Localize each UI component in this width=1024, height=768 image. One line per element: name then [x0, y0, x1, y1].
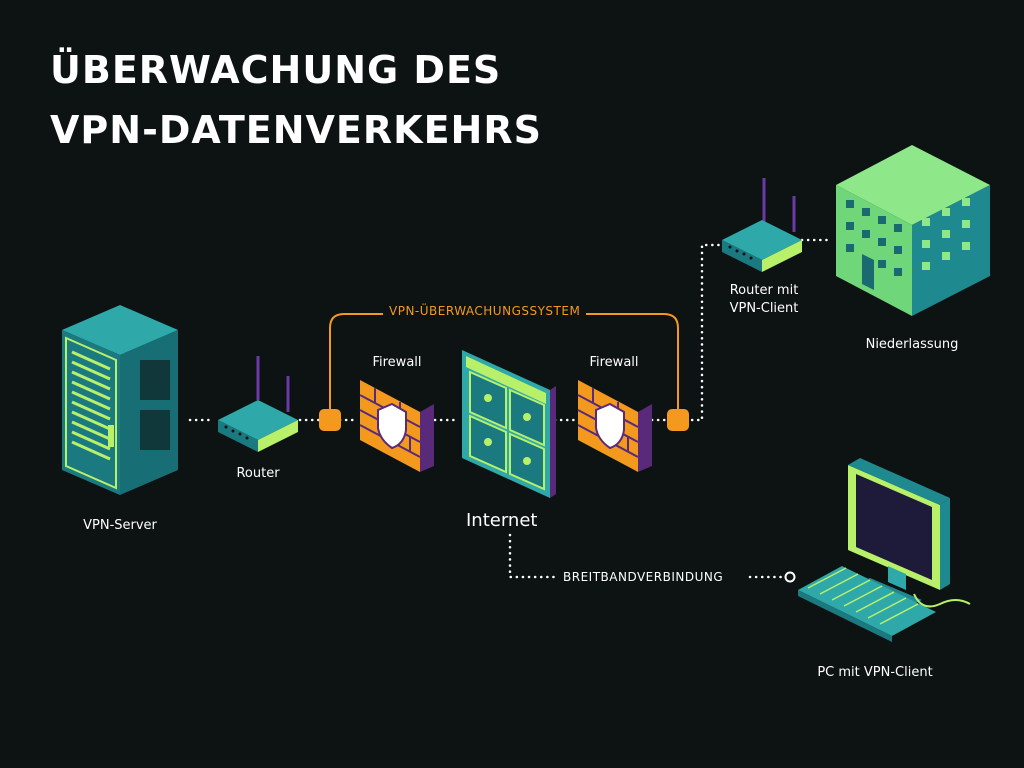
label-firewall-left: Firewall — [372, 355, 422, 370]
label-vpn-server: VPN-Server — [83, 518, 157, 533]
label-router: Router — [236, 466, 280, 481]
label-broadband: BREITBANDVERBINDUNG — [563, 570, 724, 584]
label-router-vpn-client-line2: VPN-Client — [729, 301, 799, 316]
title-line-1: ÜBERWACHUNG DES — [50, 48, 502, 92]
label-router-vpn-client-line1: Router mit — [729, 283, 799, 298]
title-line-2: VPN-DATENVERKEHRS — [50, 108, 542, 152]
monitor-pc-icon — [798, 458, 971, 642]
label-monitoring-system: VPN-ÜBERWACHUNGSSYSTEM — [383, 304, 587, 318]
label-router-vpn-client: Router mit VPN-Client — [712, 282, 816, 318]
connection-lines — [188, 238, 834, 579]
line-node-branch-router — [684, 243, 724, 422]
firewall-icon — [359, 380, 434, 472]
router-icon — [218, 356, 298, 452]
monitoring-node-left — [319, 409, 341, 431]
pc-connector-dot — [784, 571, 796, 583]
page-title: ÜBERWACHUNG DES VPN-DATENVERKEHRS — [50, 40, 542, 160]
label-firewall-right: Firewall — [589, 355, 639, 370]
line-internet-broadband — [508, 533, 558, 579]
label-internet: Internet — [466, 510, 538, 531]
internet-window-icon — [462, 350, 556, 498]
label-branch-office: Niederlassung — [865, 337, 959, 352]
monitoring-node-right — [667, 409, 689, 431]
building-icon — [836, 145, 990, 316]
router-icon — [722, 178, 802, 272]
label-pc-vpn-client: PC mit VPN-Client — [817, 665, 933, 680]
firewall-icon — [577, 380, 652, 472]
server-rack-icon — [62, 305, 178, 495]
